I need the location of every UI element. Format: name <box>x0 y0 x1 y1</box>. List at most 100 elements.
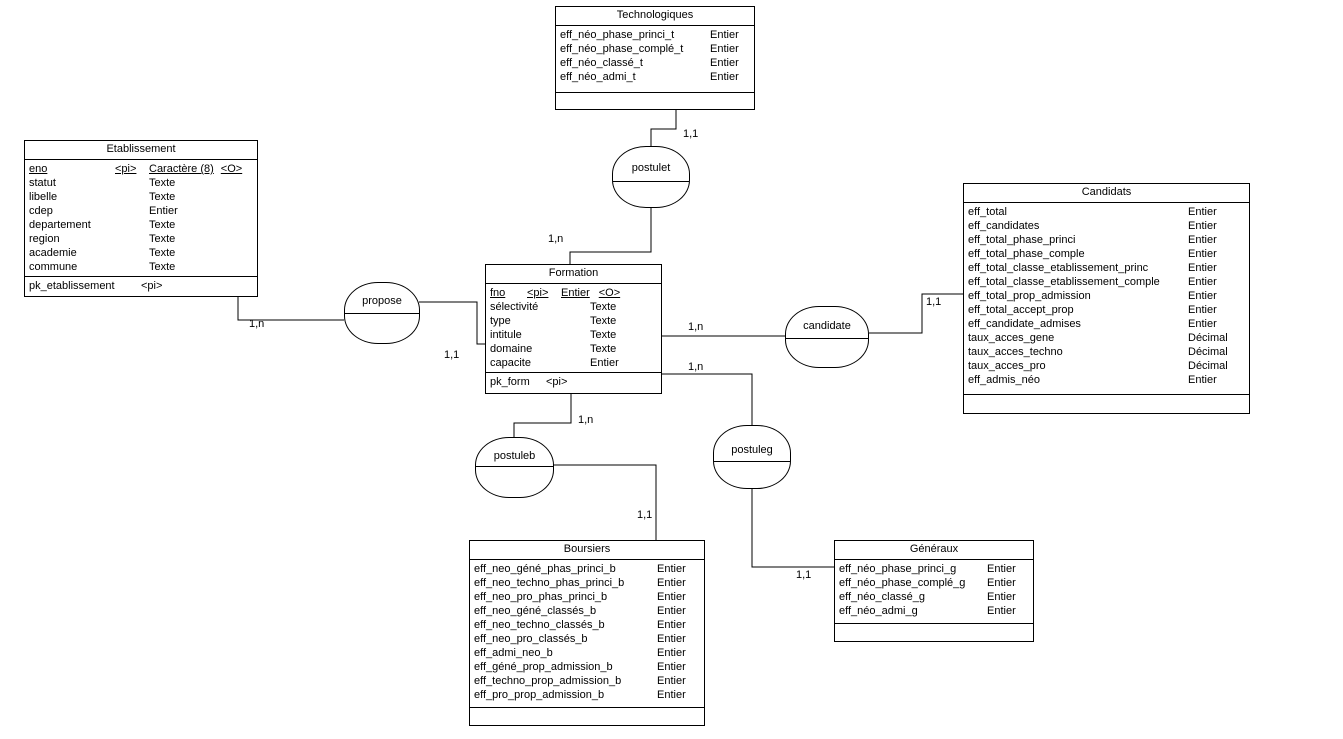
attribute-name: capacite <box>490 357 531 369</box>
attribute-row: region Texte <box>29 232 253 246</box>
attribute-name: type <box>490 315 511 327</box>
attribute-type: Texte <box>149 233 176 245</box>
attribute-name: eff_neo_géné_phas_princi_b <box>474 563 616 575</box>
attribute-type: Entier <box>657 605 686 617</box>
attribute-row: taux_acces_pro Décimal <box>968 359 1245 373</box>
identifier-section <box>470 707 704 727</box>
attribute-name: libelle <box>29 191 58 203</box>
attribute-type: Décimal <box>1188 360 1228 372</box>
mandatory-tag: <O> <box>598 287 621 299</box>
attribute-type: Décimal <box>1188 346 1228 358</box>
association-label: postuleb <box>476 438 553 467</box>
link-formation-postuleb <box>513 394 572 437</box>
attribute-row: sélectivité Texte <box>490 300 657 314</box>
link-technologiques-postulet <box>650 110 677 146</box>
attribute-row: fno<pi>Entier<O> <box>490 286 657 300</box>
attribute-name: eff_total_accept_prop <box>968 304 1074 316</box>
attribute-name: eff_techno_prop_admission_b <box>474 675 622 687</box>
attribute-name: sélectivité <box>490 301 539 313</box>
attribute-name: eff_néo_phase_complé_g <box>839 577 966 589</box>
association-propose[interactable]: propose <box>344 282 420 344</box>
association-candidate[interactable]: candidate <box>785 306 869 368</box>
identifier-tag: <pi> <box>546 376 568 388</box>
identifier-tag: <pi> <box>141 280 163 292</box>
attribute-name: cdep <box>29 205 53 217</box>
primary-identifier-tag: <pi> <box>527 287 549 299</box>
attribute-type: Texte <box>590 343 617 355</box>
attribute-type: Entier <box>657 661 686 673</box>
attribute-name: taux_acces_pro <box>968 360 1046 372</box>
attribute-name: eff_total <box>968 206 1007 218</box>
attribute-type: Entier <box>710 71 739 83</box>
association-postuleb[interactable]: postuleb <box>475 437 554 498</box>
attribute-type: Décimal <box>1188 332 1228 344</box>
attribute-name: taux_acces_gene <box>968 332 1055 344</box>
attribute-type: Entier <box>657 633 686 645</box>
attribute-name: eff_néo_admi_g <box>839 605 918 617</box>
attribute-name: eff_neo_pro_classés_b <box>474 633 588 645</box>
attribute-name: eff_néo_classé_t <box>560 57 643 69</box>
entity-etablissement[interactable]: Etablissement eno<pi>Caractère (8)<O> st… <box>24 140 258 297</box>
association-label: postuleg <box>714 426 790 462</box>
attribute-type: Entier <box>1188 234 1217 246</box>
attribute-row: eff_candidates Entier <box>968 219 1245 233</box>
identifier-section <box>964 394 1249 415</box>
attribute-type: Entier <box>710 29 739 41</box>
link-postuleb-boursiers <box>553 464 657 540</box>
identifier-section <box>556 92 754 111</box>
attribute-type: Entier <box>657 591 686 603</box>
attribute-type: Caractère (8) <box>149 163 214 175</box>
attribute-name: eff_néo_phase_complé_t <box>560 43 684 55</box>
attribute-type: Entier <box>1188 290 1217 302</box>
attribute-name: eff_néo_classé_g <box>839 591 926 603</box>
attribute-name: eff_neo_pro_phas_princi_b <box>474 591 608 603</box>
association-postulet[interactable]: postulet <box>612 146 690 208</box>
attribute-name: eff_géné_prop_admission_b <box>474 661 613 673</box>
cardinality-formation-candidate: 1,n <box>688 321 704 333</box>
cardinality-formation-postulet: 1,n <box>548 233 564 245</box>
cardinality-etablissement-propose: 1,n <box>249 318 265 330</box>
attribute-type: Entier <box>1188 220 1217 232</box>
attribute-type: Entier <box>1188 304 1217 316</box>
attribute-type: Texte <box>149 261 176 273</box>
attribute-name: eff_total_classe_etablissement_princ <box>968 262 1149 274</box>
attribute-name: region <box>29 233 60 245</box>
attribute-type: Entier <box>710 57 739 69</box>
entity-title: Formation <box>486 265 661 284</box>
attribute-name: eff_total_phase_princi <box>968 234 1076 246</box>
link-propose-formation <box>419 301 485 345</box>
cardinality-candidats-candidate: 1,1 <box>926 296 942 308</box>
link-candidate-candidats <box>869 293 963 334</box>
cardinality-technologiques-postulet: 1,1 <box>683 128 699 140</box>
attribute-name: eff_candidates <box>968 220 1040 232</box>
entity-title: Généraux <box>835 541 1033 560</box>
attribute-row: eff_géné_prop_admission_b Entier <box>474 660 700 674</box>
association-postuleg[interactable]: postuleg <box>713 425 791 489</box>
attribute-type: Texte <box>590 301 617 313</box>
link-formation-postuleg <box>662 373 753 425</box>
attribute-type: Entier <box>657 647 686 659</box>
entity-title: Etablissement <box>25 141 257 160</box>
